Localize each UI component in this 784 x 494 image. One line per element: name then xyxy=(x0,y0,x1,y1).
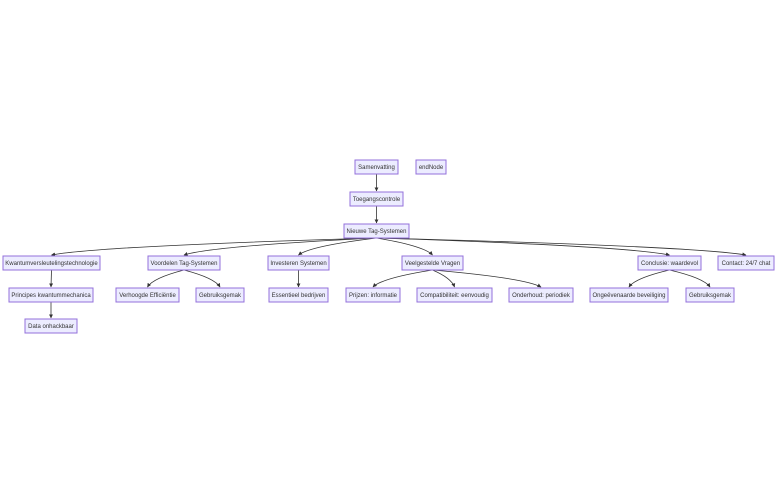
node-essentieel: Essentieel bedrijven xyxy=(268,287,329,303)
node-beveiliging: Ongeëvenaarde beveiliging xyxy=(589,287,669,303)
node-box-nieuwe xyxy=(343,223,410,239)
edge-nieuwe-to-investeren xyxy=(298,237,377,256)
nodes-layer: Samenvatting endNodeToegangscontroleNieuw… xyxy=(2,159,775,334)
node-contact: Contact: 24/7 chat xyxy=(717,255,775,271)
node-box-efficientie xyxy=(115,287,180,303)
node-label-gebruiksgemak2: Gebruiksgemak xyxy=(689,293,732,299)
node-gebruiksgemak2: Gebruiksgemak xyxy=(685,287,735,303)
edge-kwantum-to-principes xyxy=(49,269,54,288)
edge-nieuwe-to-faq xyxy=(376,237,433,256)
node-box-conclusie xyxy=(637,255,702,271)
node-box-samenvatting xyxy=(354,159,399,175)
node-endnode: endNode xyxy=(415,159,447,175)
node-box-prijzen xyxy=(345,287,401,303)
node-box-gebruiksgemak1 xyxy=(195,287,245,303)
node-label-samenvatting: Samenvatting xyxy=(358,165,395,171)
node-label-endnode: endNode xyxy=(419,165,444,171)
node-label-kwantum: Kwantumversleutelingstechnologie xyxy=(5,261,98,267)
node-box-toegang xyxy=(349,191,404,207)
node-label-conclusie: Conclusie: waardevol xyxy=(641,261,698,267)
node-label-gebruiksgemak1: Gebruiksgemak xyxy=(199,293,242,299)
node-data: Data onhackbaar xyxy=(24,318,78,334)
node-label-compat: Compatibiliteit: eenvoudig xyxy=(420,293,489,299)
node-label-prijzen: Prijzen: informatie xyxy=(349,293,398,299)
node-label-nieuwe: Nieuwe Tag-Systemen xyxy=(347,229,407,235)
node-box-contact xyxy=(717,255,775,271)
edge-voordelen-to-gebruiksgemak1 xyxy=(183,269,221,288)
node-onderhoud: Onderhoud: periodiek xyxy=(508,287,574,303)
node-label-toegang: Toegangscontrole xyxy=(353,197,401,203)
edge-nieuwe-to-conclusie xyxy=(376,237,670,257)
node-investeren: Investeren Systemen xyxy=(267,255,330,271)
edge-conclusie-to-gebruiksgemak2 xyxy=(669,269,711,288)
node-box-endnode xyxy=(415,159,447,175)
node-box-onderhoud xyxy=(508,287,574,303)
node-conclusie: Conclusie: waardevol xyxy=(637,255,702,271)
node-efficientie: Verhoogde Efficiëntie xyxy=(115,287,180,303)
edge-nieuwe-to-kwantum xyxy=(51,237,377,257)
node-box-voordelen xyxy=(147,255,221,271)
node-box-essentieel xyxy=(268,287,329,303)
node-faq: Veelgestelde Vragen xyxy=(401,255,464,271)
node-box-beveiliging xyxy=(589,287,669,303)
node-box-gebruiksgemak2 xyxy=(685,287,735,303)
node-gebruiksgemak1: Gebruiksgemak xyxy=(195,287,245,303)
edge-nieuwe-to-contact xyxy=(376,237,747,257)
node-voordelen: Voordelen Tag-Systemen xyxy=(147,255,221,271)
edge-nieuwe-to-voordelen xyxy=(183,237,377,256)
edge-voordelen-to-efficientie xyxy=(147,269,185,288)
node-nieuwe: Nieuwe Tag-Systemen xyxy=(343,223,410,239)
node-principes: Principes kwantummechanica xyxy=(8,287,94,303)
node-box-faq xyxy=(401,255,464,271)
edge-faq-to-compat xyxy=(432,269,456,288)
edges-layer xyxy=(49,174,747,319)
node-kwantum: Kwantumversleutelingstechnologie xyxy=(2,255,101,271)
node-box-compat xyxy=(416,287,493,303)
node-box-kwantum xyxy=(2,255,101,271)
node-box-data xyxy=(24,318,78,334)
node-label-faq: Veelgestelde Vragen xyxy=(405,261,460,267)
node-box-principes xyxy=(8,287,94,303)
node-label-onderhoud: Onderhoud: periodiek xyxy=(512,293,571,299)
node-prijzen: Prijzen: informatie xyxy=(345,287,401,303)
node-compat: Compatibiliteit: eenvoudig xyxy=(416,287,493,303)
node-box-investeren xyxy=(267,255,330,271)
node-toegang: Toegangscontrole xyxy=(349,191,404,207)
node-label-voordelen: Voordelen Tag-Systemen xyxy=(151,261,218,267)
node-label-principes: Principes kwantummechanica xyxy=(11,293,91,299)
edge-faq-to-prijzen xyxy=(372,269,433,288)
node-label-beveiliging: Ongeëvenaarde beveiliging xyxy=(592,293,665,299)
edge-conclusie-to-beveiliging xyxy=(628,269,670,288)
edge-faq-to-onderhoud xyxy=(432,269,542,288)
node-label-investeren: Investeren Systemen xyxy=(270,261,326,267)
node-label-contact: Contact: 24/7 chat xyxy=(722,261,771,267)
node-label-efficientie: Verhoogde Efficiëntie xyxy=(119,293,176,299)
node-samenvatting: Samenvatting xyxy=(354,159,399,175)
node-label-data: Data onhackbaar xyxy=(28,324,74,330)
node-label-essentieel: Essentieel bedrijven xyxy=(272,293,326,299)
